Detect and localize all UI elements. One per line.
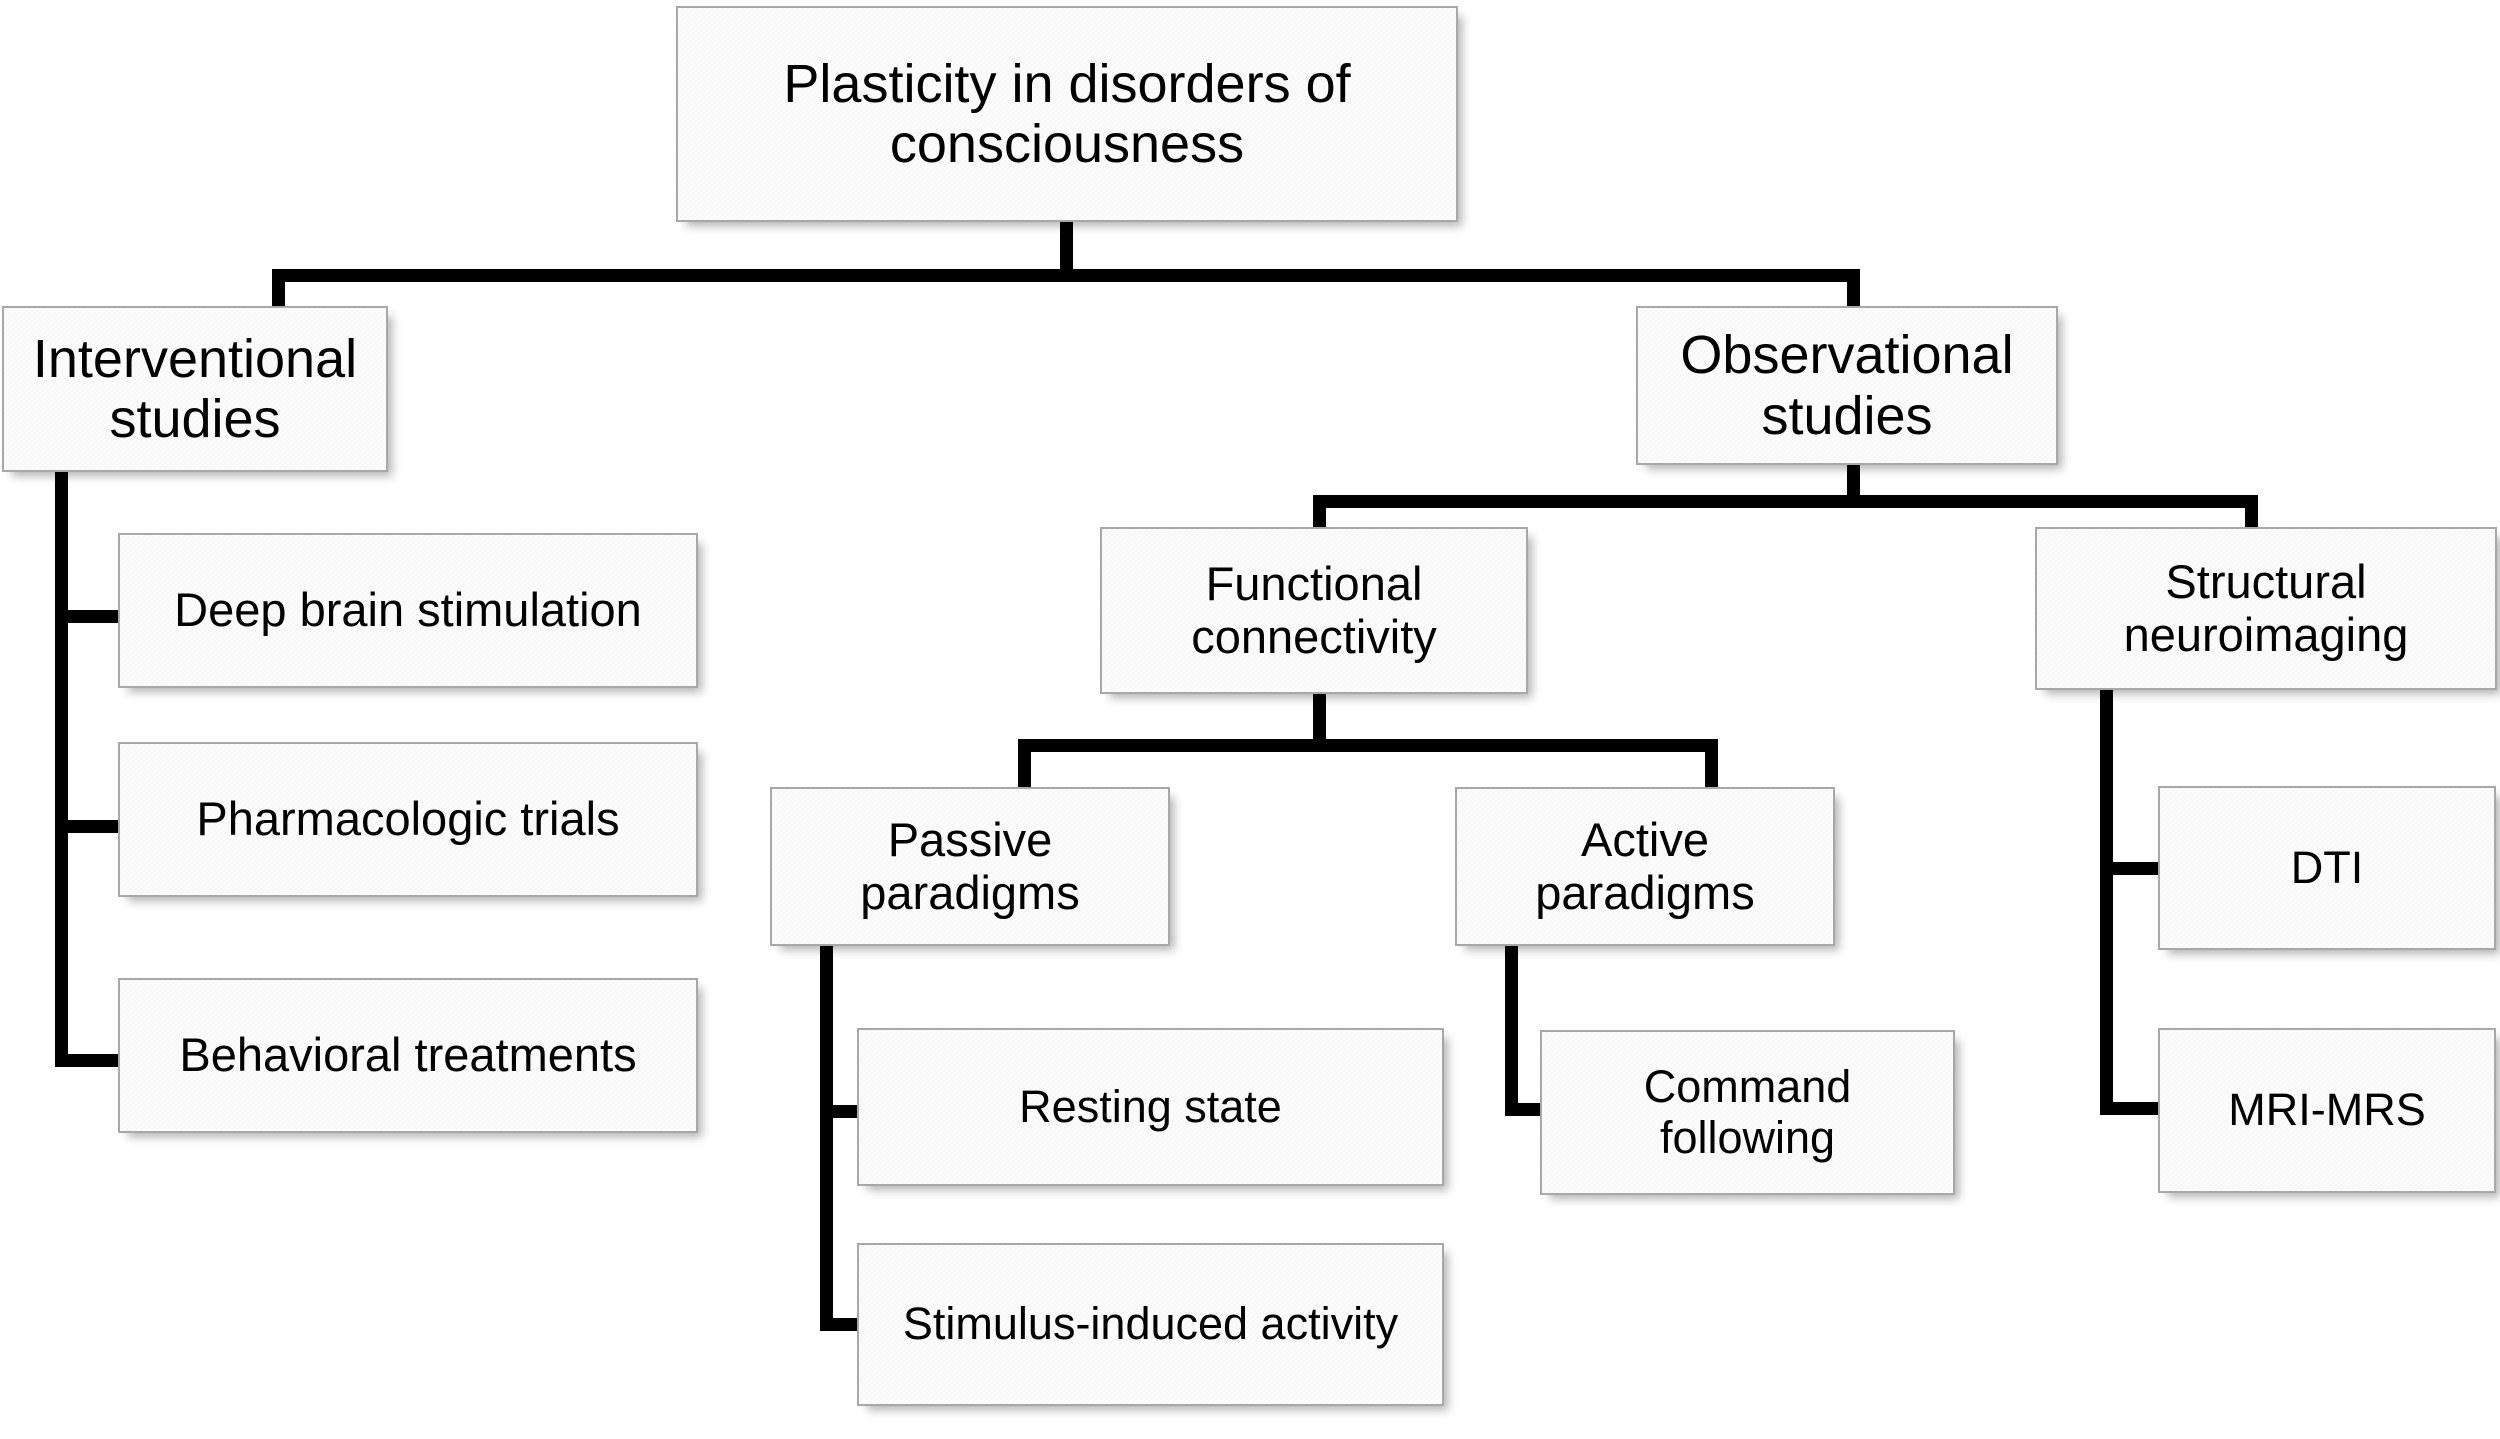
connector-interventional-to-dbs — [55, 610, 130, 623]
node-functional-connectivity[interactable]: Functional connectivity — [1100, 527, 1528, 694]
connector-to-passive-paradigms — [1018, 739, 1031, 789]
node-command-following-label: Command following — [1643, 1061, 1852, 1163]
connector-interventional-to-pharmacologic — [55, 820, 130, 833]
node-dti[interactable]: DTI — [2158, 786, 2496, 950]
node-pharmacologic-trials[interactable]: Pharmacologic trials — [118, 742, 698, 897]
node-observational-studies-label: Observational studies — [1680, 325, 2014, 446]
connector-root-bus — [272, 269, 1860, 282]
node-passive-paradigms-label: Passive paradigms — [860, 812, 1080, 919]
connector-to-interventional — [272, 269, 285, 313]
connector-structural-to-dti — [2100, 862, 2180, 875]
connector-root-stem — [1060, 222, 1073, 282]
node-active-paradigms-label: Active paradigms — [1535, 812, 1755, 919]
connector-passive-to-stimulus-induced — [820, 1318, 880, 1331]
node-functional-connectivity-label: Functional connectivity — [1191, 556, 1437, 663]
connector-to-functional-connectivity — [1313, 495, 1326, 533]
connector-to-active-paradigms — [1705, 739, 1718, 789]
node-behavioral-treatments[interactable]: Behavioral treatments — [118, 978, 698, 1133]
node-stimulus-induced-activity-label: Stimulus-induced activity — [902, 1298, 1399, 1350]
node-mri-mrs[interactable]: MRI-MRS — [2158, 1028, 2496, 1193]
connector-active-paradigms-spine — [1505, 946, 1518, 1116]
node-root-label: Plasticity in disorders of consciousness — [783, 53, 1351, 174]
connector-structural-neuroimaging-spine — [2100, 690, 2113, 1115]
node-deep-brain-stimulation[interactable]: Deep brain stimulation — [118, 533, 698, 688]
node-resting-state[interactable]: Resting state — [857, 1028, 1444, 1186]
node-command-following[interactable]: Command following — [1540, 1030, 1955, 1195]
connector-interventional-to-behavioral — [55, 1054, 130, 1067]
node-pharmacologic-trials-label: Pharmacologic trials — [196, 792, 620, 846]
node-resting-state-label: Resting state — [1019, 1080, 1282, 1132]
node-deep-brain-stimulation-label: Deep brain stimulation — [174, 583, 642, 637]
node-structural-neuroimaging[interactable]: Structural neuroimaging — [2035, 527, 2497, 690]
node-behavioral-treatments-label: Behavioral treatments — [179, 1028, 637, 1082]
connector-structural-to-mri-mrs — [2100, 1102, 2180, 1115]
connector-functional-connectivity-stem — [1313, 694, 1326, 746]
node-mri-mrs-label: MRI-MRS — [2228, 1084, 2426, 1136]
connector-observational-bus — [1313, 495, 2258, 508]
connector-active-to-command-following — [1505, 1103, 1565, 1116]
connector-passive-to-resting-state — [820, 1105, 880, 1118]
node-stimulus-induced-activity[interactable]: Stimulus-induced activity — [857, 1243, 1444, 1406]
connector-functional-connectivity-bus — [1018, 739, 1718, 752]
node-root[interactable]: Plasticity in disorders of consciousness — [676, 6, 1458, 222]
node-passive-paradigms[interactable]: Passive paradigms — [770, 787, 1170, 946]
connector-to-observational — [1847, 269, 1860, 313]
node-active-paradigms[interactable]: Active paradigms — [1455, 787, 1835, 946]
node-dti-label: DTI — [2290, 841, 2364, 893]
connector-to-structural-neuroimaging — [2245, 495, 2258, 533]
node-structural-neuroimaging-label: Structural neuroimaging — [2123, 554, 2409, 661]
node-observational-studies[interactable]: Observational studies — [1636, 306, 2058, 465]
connector-interventional-spine — [55, 472, 68, 1067]
node-interventional-studies-label: Interventional studies — [32, 328, 358, 449]
connector-observational-stem — [1847, 465, 1860, 503]
connector-passive-paradigms-spine — [820, 946, 833, 1331]
node-interventional-studies[interactable]: Interventional studies — [2, 306, 388, 472]
